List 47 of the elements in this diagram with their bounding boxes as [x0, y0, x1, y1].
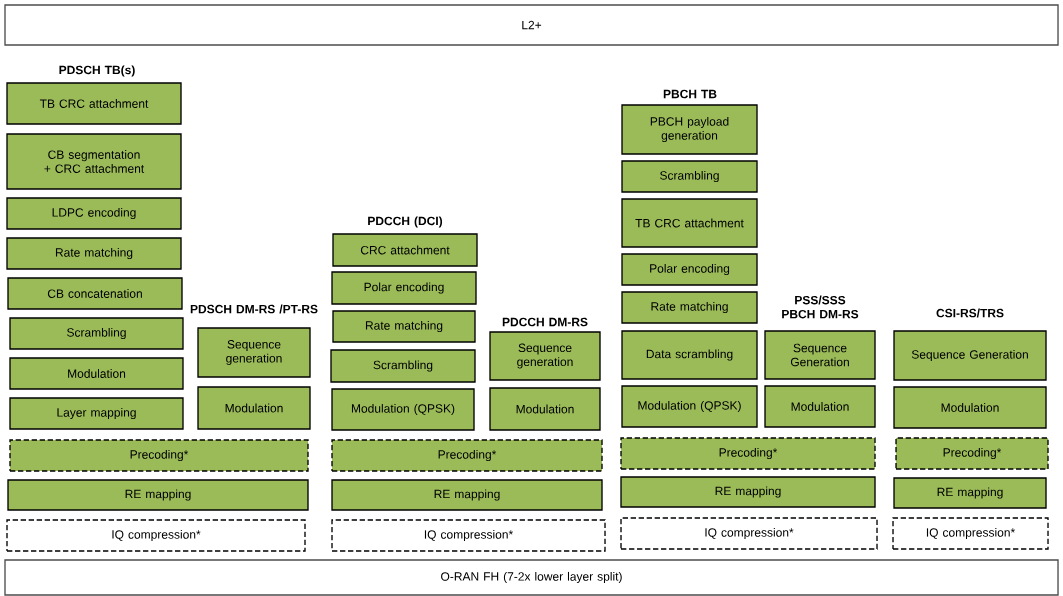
process-box: Sequence generation	[489, 331, 601, 381]
layer-box: O-RAN FH (7-2x lower layer split)	[4, 559, 1059, 596]
process-box: CB concatenation	[7, 277, 183, 310]
process-box: TB CRC attachment	[621, 198, 758, 248]
column-heading: PDSCH TB(s)	[59, 65, 135, 77]
process-box: RE mapping	[7, 479, 309, 511]
process-box: Polar encoding	[331, 271, 477, 305]
optional-process-box: IQ compression*	[620, 517, 878, 550]
process-box: Modulation (QPSK)	[331, 388, 475, 431]
column-heading: PSS/SSS PBCH DM-RS	[782, 295, 859, 319]
process-box: CB segmentation + CRC attachment	[6, 133, 182, 190]
process-box: Rate matching	[621, 291, 758, 324]
column-heading: CSI-RS/TRS	[936, 308, 1004, 318]
process-box: Scrambling	[621, 160, 758, 193]
process-box: TB CRC attachment	[6, 82, 182, 125]
process-box: Modulation	[764, 385, 876, 428]
process-box: Modulation	[489, 387, 601, 431]
process-box: Scrambling	[330, 349, 476, 383]
process-box: Modulation (QPSK)	[621, 385, 758, 428]
process-box: Sequence Generation	[893, 330, 1047, 381]
optional-process-box: IQ compression*	[6, 519, 306, 552]
process-box: Modulation	[9, 357, 184, 390]
optional-process-box: Precoding*	[620, 437, 876, 470]
process-box: Rate matching	[6, 237, 182, 270]
process-box: RE mapping	[331, 479, 603, 511]
process-box: CRC attachment	[332, 233, 478, 267]
process-box: Layer mapping	[9, 397, 184, 430]
layer-box: L2+	[4, 4, 1059, 46]
process-box: Scrambling	[9, 317, 184, 350]
process-box: PBCH payload generation	[621, 104, 758, 155]
process-box: Modulation	[197, 386, 311, 430]
optional-process-box: IQ compression*	[331, 519, 606, 552]
optional-process-box: IQ compression*	[892, 517, 1049, 550]
process-box: Polar encoding	[621, 253, 758, 286]
process-box: LDPC encoding	[6, 197, 182, 230]
process-box: Sequence Generation	[764, 330, 876, 380]
process-box: RE mapping	[893, 477, 1047, 509]
process-box: Modulation	[893, 386, 1047, 429]
process-box: RE mapping	[620, 476, 876, 508]
process-box: Rate matching	[332, 310, 476, 343]
optional-process-box: Precoding*	[331, 439, 603, 472]
column-heading: PDCCH DM-RS	[502, 317, 588, 327]
optional-process-box: Precoding*	[895, 437, 1049, 470]
column-heading: PDSCH DM-RS /PT-RS	[190, 304, 318, 314]
optional-process-box: Precoding*	[9, 439, 309, 472]
process-box: Data scrambling	[621, 330, 758, 380]
process-box: Sequence generation	[197, 327, 311, 378]
